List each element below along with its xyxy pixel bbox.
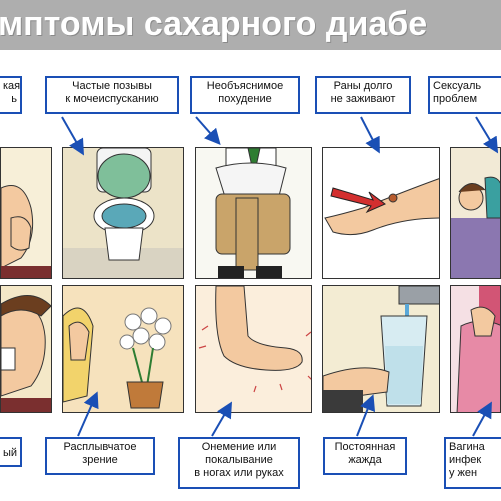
foot-illustration xyxy=(196,286,311,412)
label-vaginal-infections: Вагина инфек у жен xyxy=(444,437,501,489)
woman-illustration xyxy=(451,286,500,412)
panel-weight-loss xyxy=(195,147,312,279)
panel-thirst xyxy=(322,285,440,413)
label-weight-loss: Необъяснимое похудение xyxy=(190,76,300,114)
label-constant-thirst: Постоянная жажда xyxy=(323,437,407,475)
panel-numbness xyxy=(195,285,312,413)
label-numbness: Онемение или покалывание в ногах или рук… xyxy=(178,437,300,489)
panel-blurred-vision xyxy=(62,285,184,413)
woman-drinking-illustration xyxy=(1,148,51,278)
page-title: мптомы сахарного диабе xyxy=(0,5,428,43)
title-banner: мптомы сахарного диабе xyxy=(0,0,501,50)
thin-man-illustration xyxy=(196,148,311,278)
glass-water-illustration xyxy=(323,286,439,412)
label-slow-healing: Раны долго не заживают xyxy=(315,76,411,114)
panel-vaginal xyxy=(450,285,501,413)
man-eating-illustration xyxy=(1,286,51,412)
toilet-illustration xyxy=(63,148,183,278)
panel-toilet xyxy=(62,147,184,279)
panel-sexual xyxy=(450,147,501,279)
label-frequent-urination: Частые позывы к мочеиспусканию xyxy=(45,76,179,114)
panel-hunger xyxy=(0,285,52,413)
label-thirst-top: кая ь xyxy=(0,76,22,114)
couple-in-bed-illustration xyxy=(451,148,500,278)
woman-flowers-illustration xyxy=(63,286,183,412)
label-hunger: ый xyxy=(0,437,22,467)
panel-wound xyxy=(322,147,440,279)
panel-thirst-woman xyxy=(0,147,52,279)
label-blurred-vision: Расплывчатое зрение xyxy=(45,437,155,475)
arm-wound-illustration xyxy=(323,148,439,278)
label-sexual-problems: Сексуаль проблем xyxy=(428,76,501,114)
